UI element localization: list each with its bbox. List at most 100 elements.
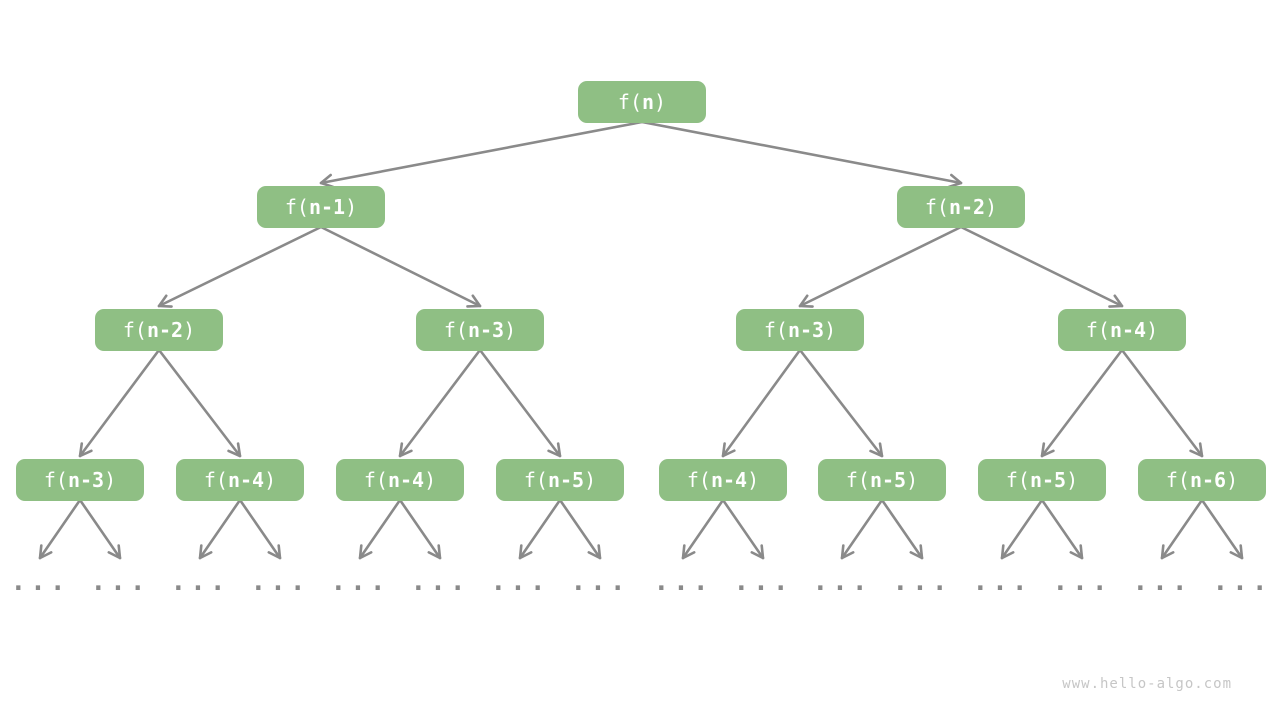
edge-arrow — [398, 348, 482, 458]
edge-arrow — [157, 348, 242, 458]
node-label-suffix: ) — [345, 195, 358, 219]
edge-arrow — [1040, 498, 1084, 560]
node-label-arg: n-4 — [227, 468, 265, 492]
edge-arrow — [721, 498, 765, 560]
node-label-prefix: f( — [763, 318, 788, 342]
tree-node: f(n-3) — [736, 309, 864, 351]
node-label-prefix: f( — [924, 195, 949, 219]
edge-arrow — [78, 498, 122, 560]
edge-arrow — [1000, 498, 1044, 560]
node-label-arg: n-3 — [67, 468, 105, 492]
edge-arrow — [640, 120, 963, 189]
tree-node: f(n-2) — [897, 186, 1025, 228]
edge-arrow — [319, 120, 644, 189]
tree-node: f(n-5) — [818, 459, 946, 501]
edges-group — [38, 120, 1244, 560]
tree-node: f(n) — [578, 81, 706, 123]
node-label-prefix: f( — [1005, 468, 1030, 492]
node-label-suffix: ) — [504, 318, 517, 342]
node-label-prefix: f( — [1165, 468, 1190, 492]
node-label-suffix: ) — [424, 468, 437, 492]
edge-arrow — [518, 498, 562, 560]
ellipsis-leaf: ... — [812, 567, 872, 597]
edge-arrow — [478, 348, 562, 458]
node-label-prefix: f( — [686, 468, 711, 492]
node-label-suffix: ) — [183, 318, 196, 342]
ellipsis-leaf: ... — [170, 567, 230, 597]
edge-arrow — [721, 348, 802, 458]
node-label-arg: n-3 — [787, 318, 825, 342]
node-label-arg: n-2 — [146, 318, 184, 342]
ellipsis-leaf: ... — [892, 567, 952, 597]
node-label-arg: n-4 — [1109, 318, 1147, 342]
node-label-prefix: f( — [1085, 318, 1110, 342]
edge-arrow — [840, 498, 884, 560]
ellipsis-leaf: ... — [1052, 567, 1112, 597]
node-label-suffix: ) — [584, 468, 597, 492]
node-label-suffix: ) — [1226, 468, 1239, 492]
node-label-arg: n — [642, 90, 655, 114]
tree-node: f(n-5) — [978, 459, 1106, 501]
node-label-suffix: ) — [654, 90, 667, 114]
node-label-arg: n-5 — [1029, 468, 1067, 492]
ellipsis-leaf: ... — [653, 567, 713, 597]
node-label-suffix: ) — [747, 468, 760, 492]
edge-arrow — [319, 225, 482, 308]
node-label-arg: n-2 — [948, 195, 986, 219]
ellipsis-leaf: ... — [733, 567, 793, 597]
tree-node: f(n-4) — [336, 459, 464, 501]
node-label-suffix: ) — [985, 195, 998, 219]
edge-arrow — [358, 498, 402, 560]
node-label-suffix: ) — [1066, 468, 1079, 492]
node-label-suffix: ) — [104, 468, 117, 492]
ellipsis-leaf: ... — [410, 567, 470, 597]
node-label-suffix: ) — [906, 468, 919, 492]
edge-arrow — [78, 348, 161, 458]
tree-node: f(n-4) — [1058, 309, 1186, 351]
edge-arrow — [880, 498, 924, 560]
node-label-prefix: f( — [617, 90, 642, 114]
edge-arrow — [38, 498, 82, 560]
ellipsis-leaf: ... — [490, 567, 550, 597]
tree-node: f(n-4) — [176, 459, 304, 501]
node-label-prefix: f( — [523, 468, 548, 492]
ellipsis-leaf: ... — [90, 567, 150, 597]
edge-arrow — [1160, 498, 1204, 560]
tree-node: f(n-2) — [95, 309, 223, 351]
ellipsis-leaf: ... — [1132, 567, 1192, 597]
node-label-prefix: f( — [845, 468, 870, 492]
ellipsis-leaf: ... — [250, 567, 310, 597]
node-label-prefix: f( — [443, 318, 468, 342]
edge-arrow — [157, 225, 323, 308]
tree-node: f(n-4) — [659, 459, 787, 501]
tree-node: f(n-1) — [257, 186, 385, 228]
edge-arrow — [1120, 348, 1204, 458]
ellipsis-leaf: ... — [972, 567, 1032, 597]
node-label-arg: n-1 — [308, 195, 346, 219]
node-label-prefix: f( — [363, 468, 388, 492]
node-label-arg: n-5 — [869, 468, 907, 492]
node-label-suffix: ) — [264, 468, 277, 492]
tree-node: f(n-3) — [16, 459, 144, 501]
tree-node: f(n-6) — [1138, 459, 1266, 501]
tree-node: f(n-3) — [416, 309, 544, 351]
node-label-arg: n-5 — [547, 468, 585, 492]
node-label-arg: n-6 — [1189, 468, 1227, 492]
edge-arrow — [681, 498, 725, 560]
tree-node: f(n-5) — [496, 459, 624, 501]
edge-arrow — [398, 498, 442, 560]
node-label-prefix: f( — [284, 195, 309, 219]
ellipsis-leaf: ... — [330, 567, 390, 597]
edge-arrow — [1040, 348, 1124, 458]
node-label-arg: n-4 — [387, 468, 425, 492]
edge-arrow — [959, 225, 1124, 308]
node-label-suffix: ) — [824, 318, 837, 342]
node-label-arg: n-4 — [710, 468, 748, 492]
edge-arrow — [198, 498, 242, 560]
node-label-arg: n-3 — [467, 318, 505, 342]
ellipsis-leaf: ... — [570, 567, 630, 597]
watermark: www.hello-algo.com — [1062, 676, 1232, 692]
ellipsis-leaf: ... — [1212, 567, 1272, 597]
edge-arrow — [1200, 498, 1244, 560]
